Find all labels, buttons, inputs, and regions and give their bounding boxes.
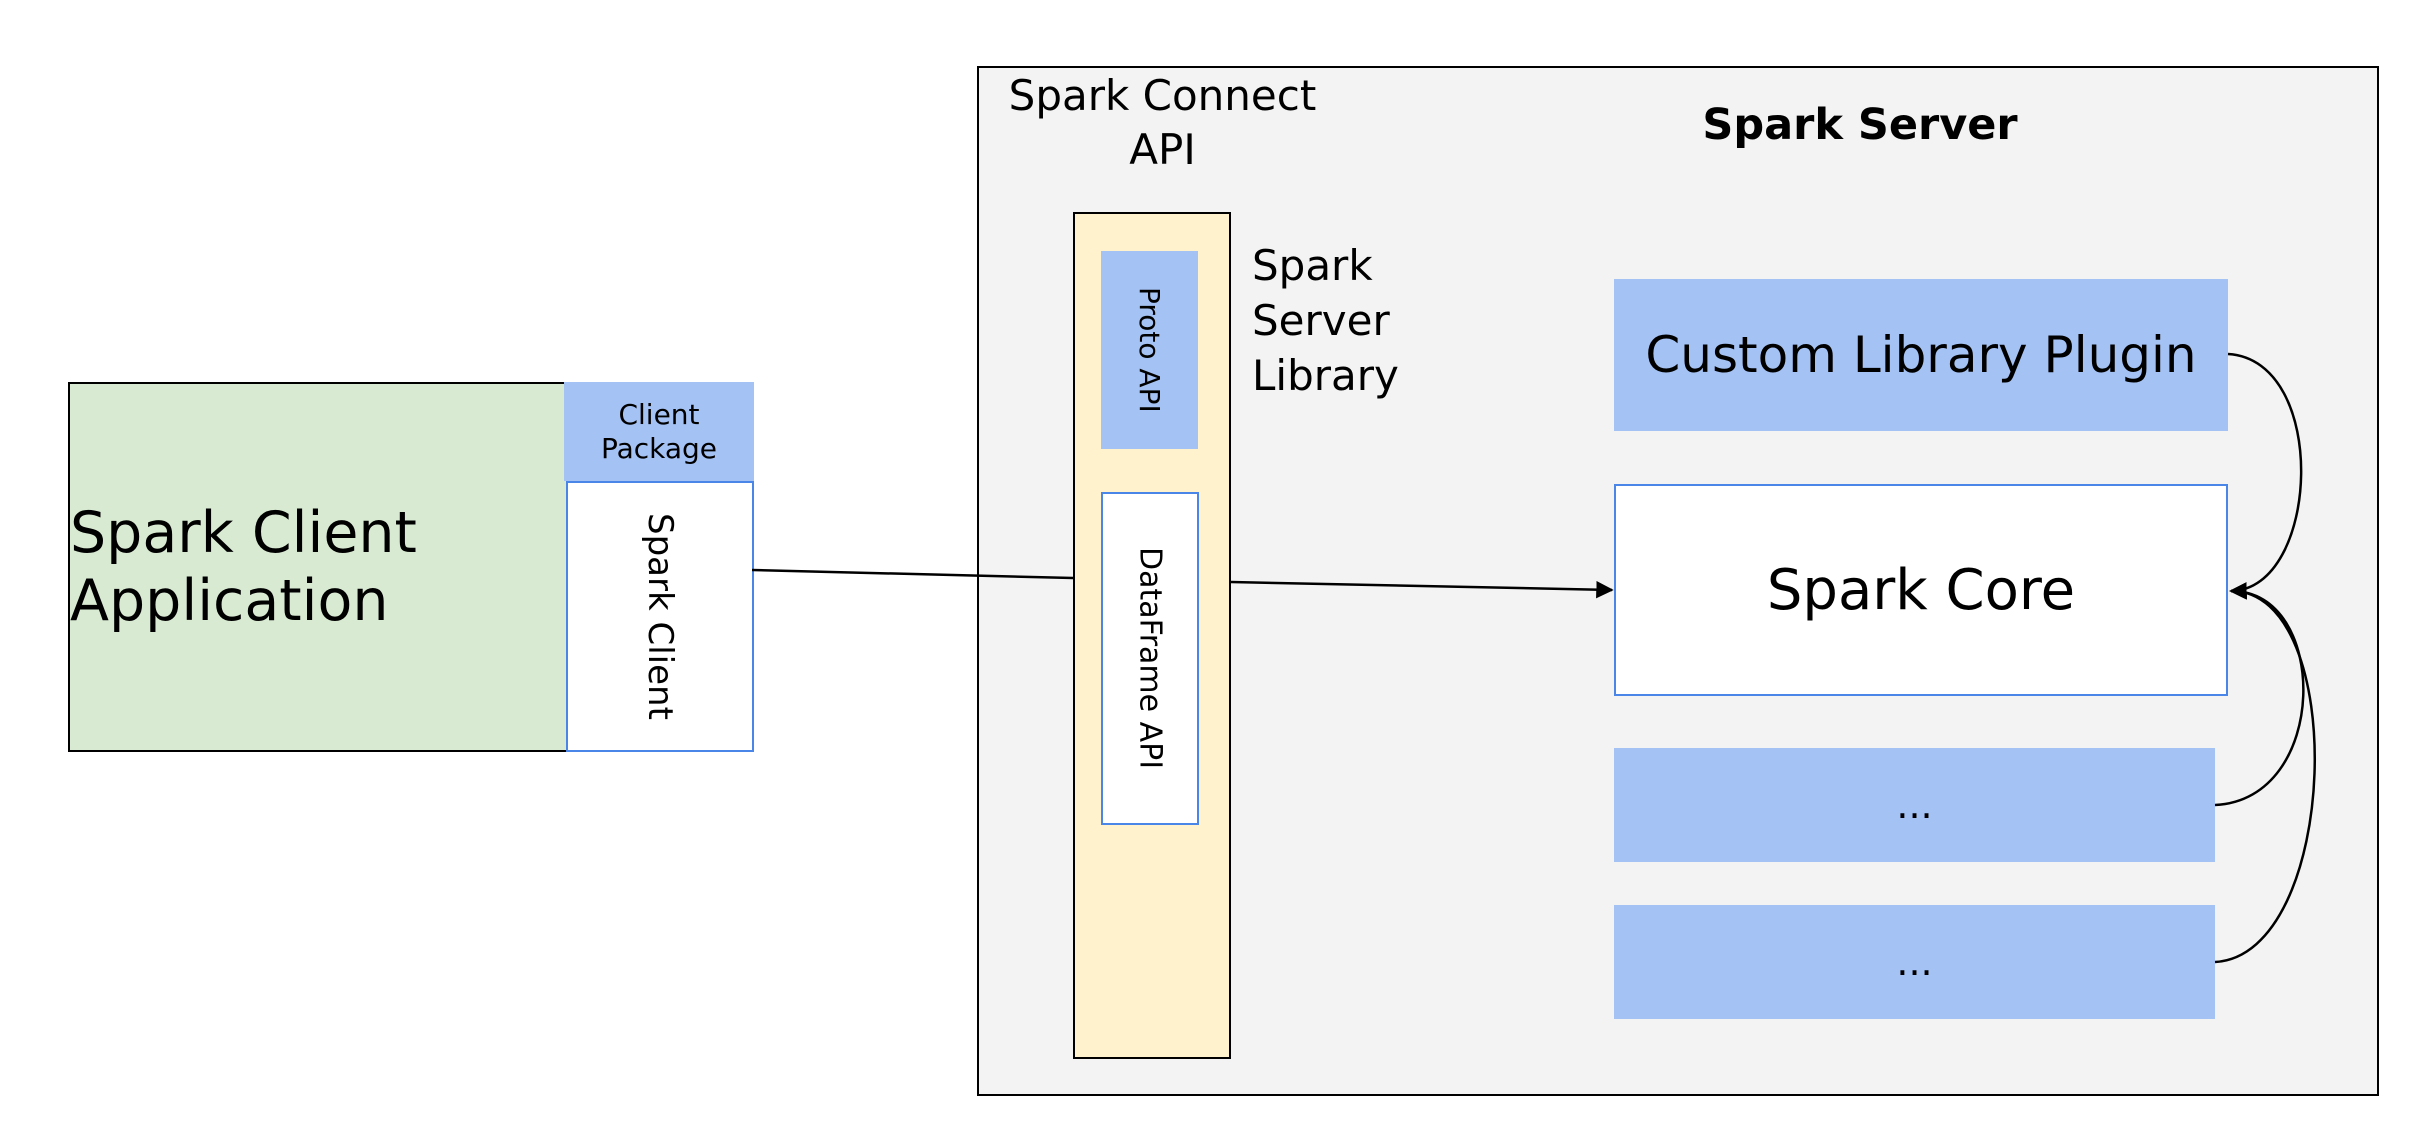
custom-library-plugin-label: Custom Library Plugin [1645,326,2197,384]
spark-client-application-box: Spark Client Application [68,382,600,752]
spark-core-label: Spark Core [1766,557,2076,623]
spark-core-box: Spark Core [1614,484,2228,696]
spark-connect-api-label-text: Spark Connect API [1008,71,1317,174]
spark-client-label: Spark Client [640,513,680,720]
other-plugin-label-2: ... [1896,940,1933,984]
other-plugin-box-2: ... [1614,905,2215,1019]
dataframe-api-label: DataFrame API [1132,547,1168,770]
client-package-label: Client Package [600,397,718,465]
other-plugin-box-1: ... [1614,748,2215,862]
proto-api-box: Proto API [1101,251,1198,449]
client-package-box: Client Package [564,382,754,481]
spark-connect-api-label: Spark Connect API [990,68,1335,178]
spark-server-library-label-text: Spark Server Library [1252,241,1399,400]
spark-server-title: Spark Server [1702,100,2018,150]
custom-library-plugin-box: Custom Library Plugin [1614,279,2228,431]
spark-client-box: Spark Client [566,481,754,752]
spark-client-application-label: Spark Client Application [70,500,417,634]
proto-api-label: Proto API [1133,287,1166,413]
dataframe-api-box: DataFrame API [1101,492,1199,825]
other-plugin-label-1: ... [1896,783,1933,827]
spark-server-library-label: Spark Server Library [1252,238,1532,400]
